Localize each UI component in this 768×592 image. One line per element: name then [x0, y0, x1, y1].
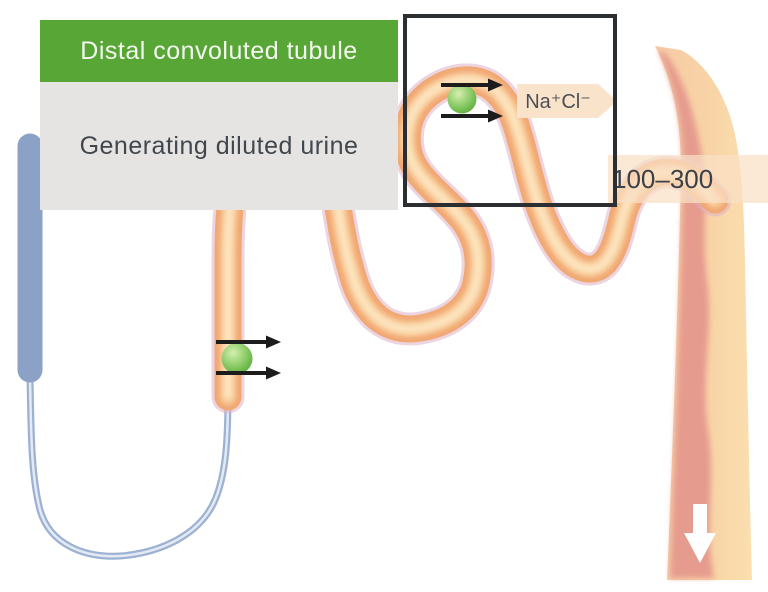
nacl-transporter-dot-tubule [221, 343, 253, 374]
ion-label: Na⁺Cl⁻ [525, 90, 591, 113]
flow-down-arrow [684, 504, 716, 563]
osmolarity-label: 100–300 [612, 163, 714, 194]
transport-arrows-inset [441, 78, 503, 123]
title-box: Distal convoluted tubule [40, 20, 398, 82]
osmolarity-band: 100–300 [608, 155, 768, 203]
subtitle-text: Generating diluted urine [79, 131, 359, 160]
subtitle-box: Generating diluted urine [40, 82, 398, 210]
inset-frame [403, 14, 617, 207]
nacl-flow-arrow-shape [517, 84, 617, 118]
nacl-transporter-dot-inset [447, 84, 477, 114]
loop-of-henle-thin-tube [26, 372, 232, 560]
collecting-duct [655, 46, 752, 580]
page-title: Distal convoluted tubule [80, 36, 358, 65]
transport-arrows-left [216, 335, 281, 380]
